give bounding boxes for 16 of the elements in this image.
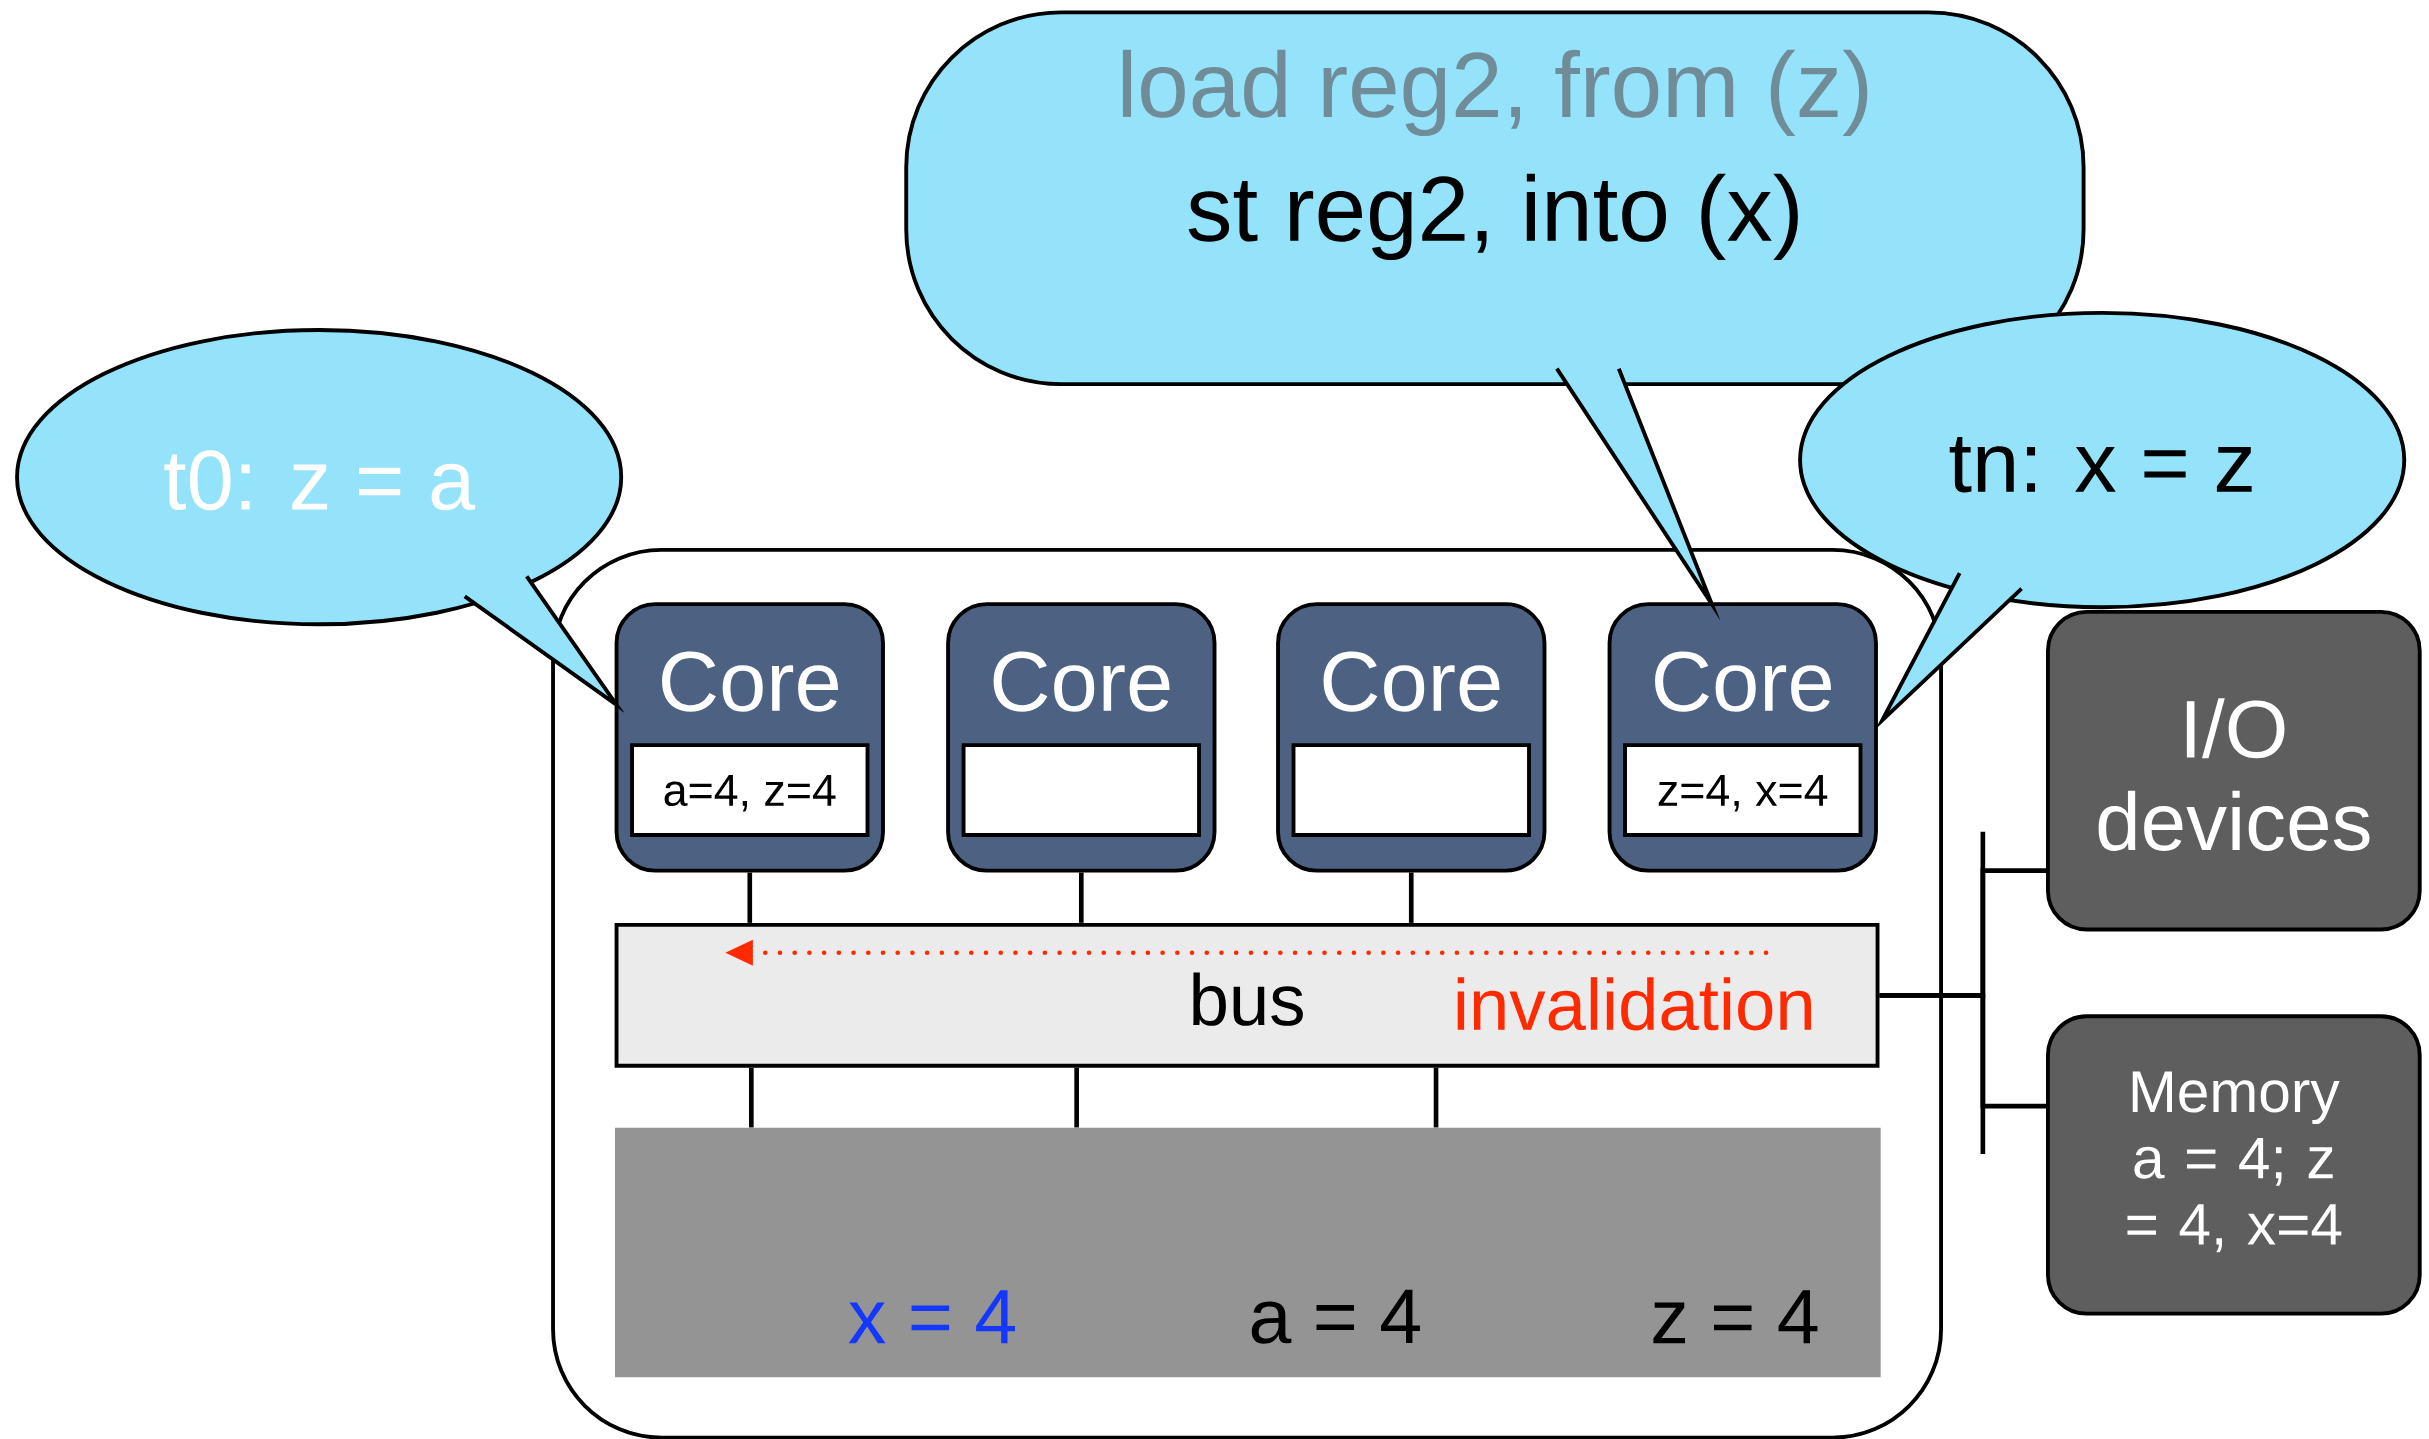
shared-cache-block: x = 4 a = 4 z = 4 (615, 1127, 1881, 1378)
speech-bubble: t0: z = a (15, 327, 625, 713)
connector-line (1074, 1067, 1079, 1128)
memory-box: Memory a = 4; z = 4, x=4 (2046, 1014, 2422, 1316)
device-box: I/O devices (2046, 609, 2422, 932)
connector-line (1433, 1067, 1439, 1128)
connector-line (1078, 872, 1084, 923)
cache-box: a=4, z=4 (630, 743, 870, 837)
bus-bar: bus invalidation (614, 922, 1880, 1068)
connector-line (747, 872, 753, 923)
cache-box: z=4, x=4 (1623, 743, 1863, 837)
connector-line (1408, 872, 1414, 923)
connector-line (1879, 992, 2046, 1109)
connector-line (749, 1067, 754, 1128)
cache-box (1291, 743, 1531, 837)
cache-box (961, 743, 1201, 837)
